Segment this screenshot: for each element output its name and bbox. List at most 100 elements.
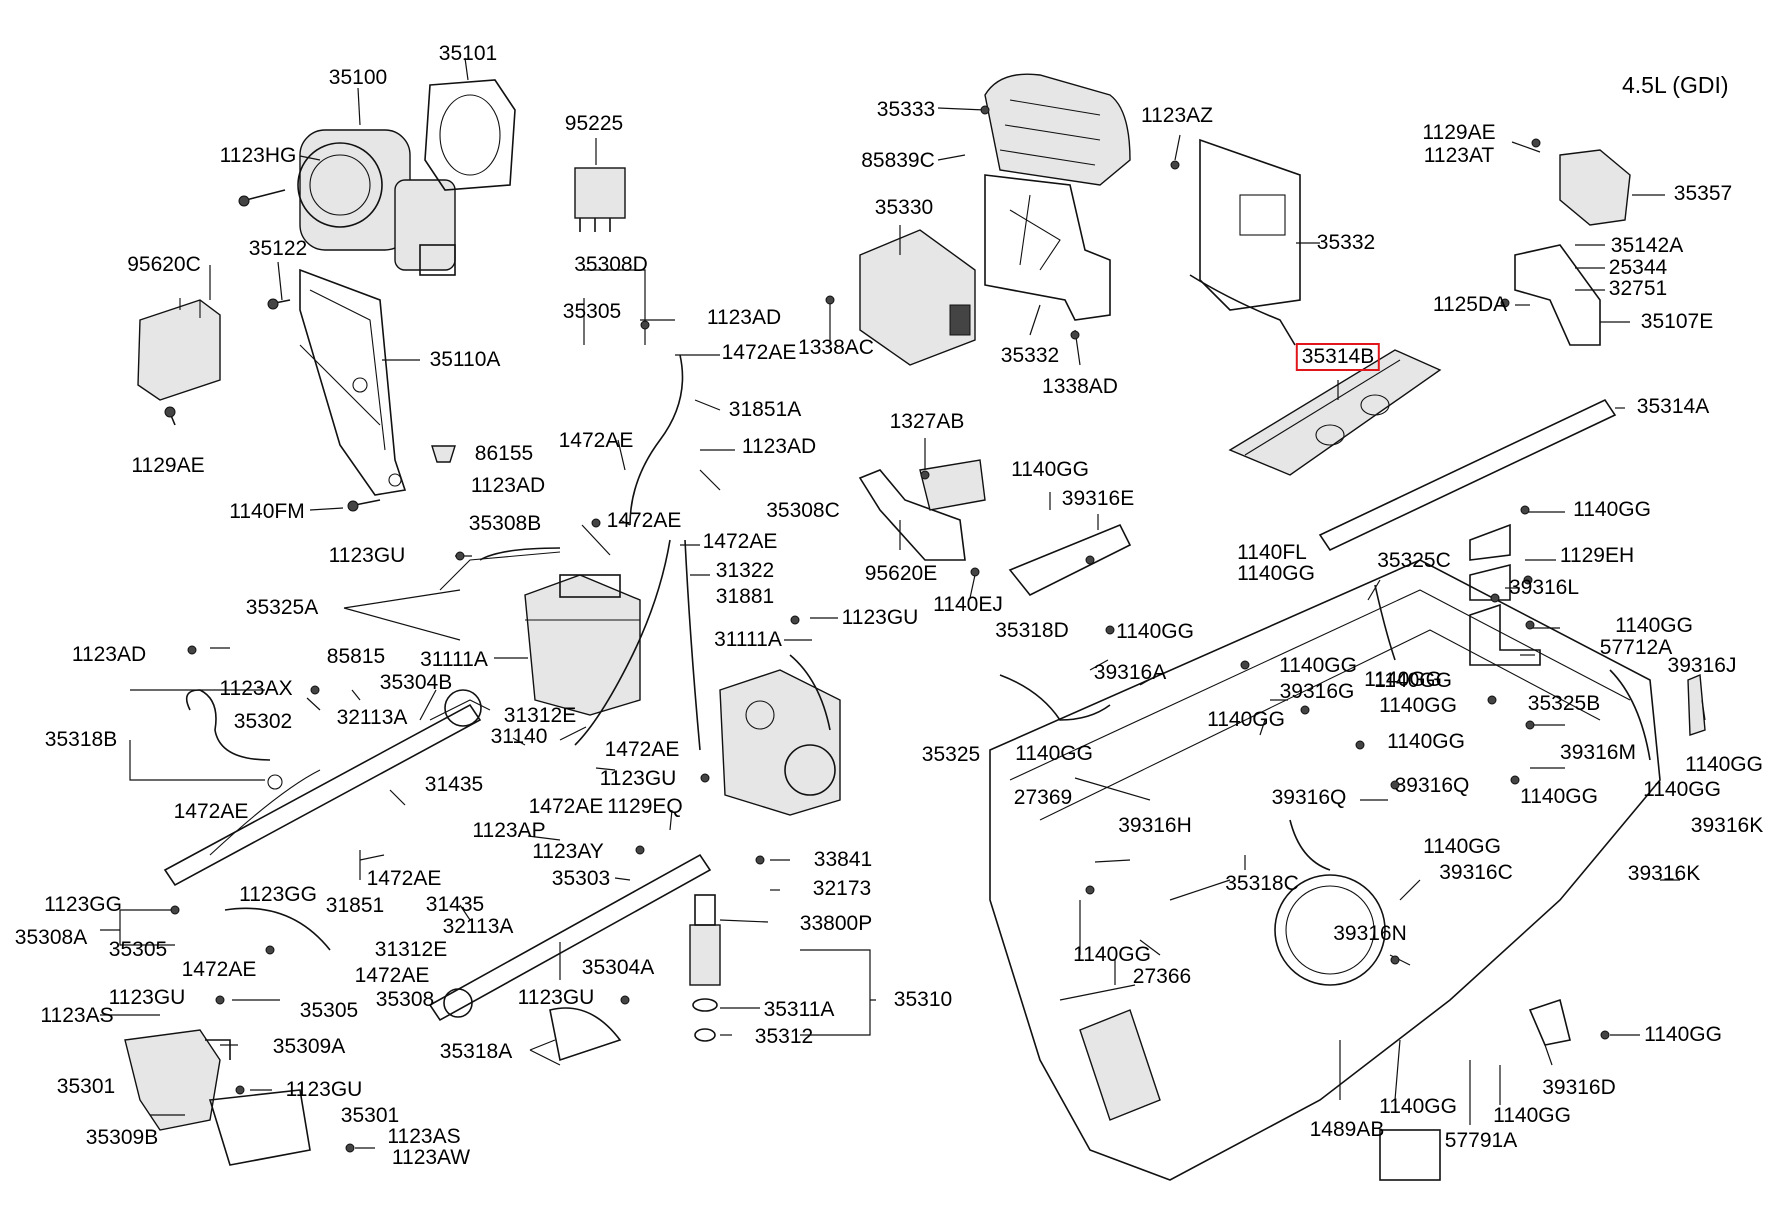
part-label-39316j: 39316J [1667,654,1737,677]
part-label-35107e: 35107E [1640,310,1714,333]
cover-35333-illustration [984,73,1131,186]
part-label-1140gg-m: 1140GG [1685,753,1763,776]
fastener-dots [170,105,1610,1153]
part-label-1140gg-q: 1140GG [1644,1023,1722,1046]
clip-86155-illustration [431,445,456,463]
part-label-31435-b: 31435 [425,893,485,916]
part-label-35304b: 35304B [379,671,453,694]
part-label-1123ad-c: 1123AD [470,474,546,497]
part-label-31111a-a: 31111A [420,648,488,671]
part-label-1140gg-l: 1140GG [1015,742,1093,765]
part-label-35308d: 35308D [574,253,648,276]
part-label-39316g: 39316G [1279,680,1355,703]
part-label-31881: 31881 [715,585,775,608]
bracket-95620e-illustration [858,459,986,561]
part-label-39316e: 39316E [1061,487,1135,510]
bracket-39316e-illustration [1008,523,1132,597]
hose-35318b-illustration [185,689,283,790]
part-label-35332-b: 35332 [1316,231,1376,254]
part-label-1123gg-b: 1123GG [239,883,317,906]
sensor-35357-illustration [1559,149,1631,226]
part-label-57712a: 57712A [1599,636,1673,659]
part-label-35325a: 35325A [245,596,319,619]
hoses-right-illustration [999,584,1651,871]
ecu-35332-illustration [1189,138,1301,346]
relay-95225-illustration [574,167,626,232]
engine-block-illustration [989,559,1661,1181]
part-label-32113a-a: 32113A [336,706,408,729]
part-label-35100: 35100 [328,66,388,89]
part-label-31312e-a: 31312E [503,704,577,727]
part-label-1125da: 1125DA [1432,293,1508,316]
part-label-1123gu-d: 1123GU [108,986,186,1009]
part-label-1472ae-f: 1472AE [173,800,249,823]
part-label-95225: 95225 [564,112,624,135]
part-label-35325: 35325 [921,743,981,766]
part-label-35101: 35101 [438,42,498,65]
bracket-35107e-illustration [1514,244,1601,346]
part-label-35318d: 35318D [995,619,1069,642]
part-label-35122: 35122 [248,237,308,260]
part-label-1123as-b: 1123AS [387,1125,461,1148]
part-label-1140gg-extra: 1140GG [1643,778,1721,801]
part-label-1140gg-o: 1140GG [1423,835,1501,858]
fuel-lines-illustration [439,354,831,751]
part-label-1140gg-h: 1140GG [1374,669,1452,692]
part-label-25344: 25344 [1608,256,1668,279]
part-label-35302: 35302 [233,710,293,733]
part-label-39316k-a: 39316K [1690,814,1764,837]
part-label-1472ae-g: 1472AE [528,795,604,818]
part-label-1140gg-r: 1140GG [1379,1095,1457,1118]
part-label-35305-top: 35305 [562,300,622,323]
part-label-1472ae-h: 1472AE [366,867,442,890]
part-label-1338ac: 1338AC [798,336,874,359]
part-label-1140gg-e: 1140GG [1615,614,1693,637]
engine-cover-35314b-illustration [1228,349,1442,476]
part-label-35304a: 35304A [581,956,655,979]
part-label-35318a: 35318A [439,1040,513,1063]
part-label-1129ae-right: 1129AE [1422,121,1496,144]
part-label-39316l: 39316L [1508,576,1580,599]
part-label-31435-a: 31435 [424,773,484,796]
throttle-gasket-illustration [424,79,516,191]
part-label-35318c: 35318C [1225,872,1299,895]
part-label-1140gg-g: 1140GG [1364,668,1442,691]
part-label-1123as-a: 1123AS [40,1004,114,1027]
part-label-31111a-b: 31111A [714,628,782,651]
part-label-1123at: 1123AT [1423,144,1495,167]
part-label-1123ad-b: 1123AD [741,435,817,458]
part-label-1489ab: 1489AB [1309,1118,1385,1141]
part-label-35305-bot: 35305 [299,999,359,1022]
part-label-1472ae-d: 1472AE [702,530,778,553]
part-label-1140gg-d: 1140GG [1116,620,1194,643]
part-label-39316q-a: 39316Q [1394,774,1470,797]
mount-brackets-illustration [124,1007,622,1166]
part-label-35311a: 35311A [763,998,835,1021]
part-label-35314b-highlighted: 35314B [1295,343,1381,371]
part-label-1140gg-c: 1140GG [1237,562,1315,585]
fuel-rail-upper-illustration [163,689,491,887]
part-label-1123ay: 1123AY [532,840,604,863]
part-label-31851a: 31851A [728,398,802,421]
part-label-1327ab: 1327AB [889,410,965,433]
part-label-39316m: 39316M [1560,741,1636,764]
part-label-1472ae-i: 1472AE [181,958,257,981]
part-label-35333: 35333 [876,98,936,121]
part-label-39316n: 39316N [1333,922,1407,945]
part-label-85839c: 85839C [861,149,935,172]
part-label-85815: 85815 [326,645,386,668]
engine-variant-title: 4.5L (GDI) [1622,72,1729,98]
part-label-35318b: 35318B [44,728,118,751]
rail-35314a-illustration [1318,398,1617,552]
part-label-31140: 31140 [490,725,548,748]
fuel-pump-left-illustration [524,574,641,716]
part-label-39316d: 39316D [1542,1076,1616,1099]
part-label-1123gu-c: 1123GU [599,767,677,790]
module-95620c-illustration [137,298,221,401]
part-label-39316a: 39316A [1093,661,1167,684]
part-label-35301-b: 35301 [340,1104,400,1127]
fuel-pump-right-illustration [719,669,841,816]
part-label-1140gg-p: 1140GG [1073,943,1151,966]
